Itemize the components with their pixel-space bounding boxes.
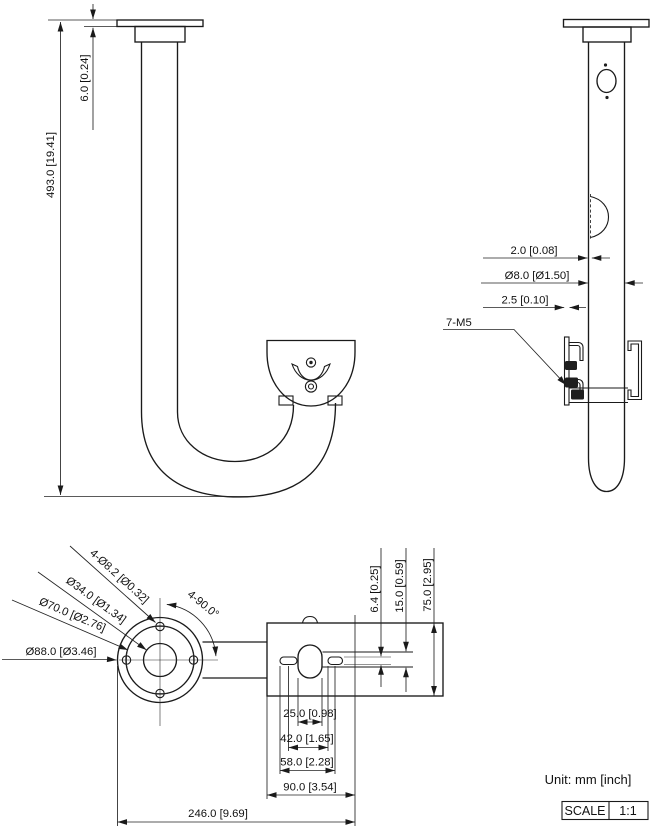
collar	[134, 25, 186, 43]
dim-span-42: 42.0 [1.65]	[280, 733, 333, 745]
dim-oval-width: 25.0 [0.98]	[283, 708, 336, 720]
dim-overall-height: 493.0 [19.41]	[45, 132, 57, 198]
dim-span-58: 58.0 [2.28]	[280, 757, 333, 769]
slot-right	[327, 656, 344, 666]
dim-plate-thickness: 6.0 [0.24]	[79, 54, 91, 101]
screw-lower	[304, 380, 318, 393]
front-view: 493.0 [19.41] 6.0 [0.24]	[44, 4, 356, 498]
screw-upper	[305, 357, 317, 368]
collar-side	[582, 26, 632, 43]
clamp-screw	[565, 361, 577, 370]
dim-slot-gap: 15.0 [0.59]	[394, 559, 406, 612]
clamp-jaw-left	[278, 395, 294, 406]
dim-plate-depth: 75.0 [2.95]	[422, 558, 434, 611]
dim-wall-thickness: 2.0 [0.08]	[510, 245, 557, 257]
side-view: 2.0 [0.08] Ø8.0 [Ø1.50] 2.5 [0.10] 7-M5	[443, 18, 650, 493]
units-note: Unit: mm [inch]	[545, 772, 632, 787]
slot-left	[279, 656, 298, 666]
screw-callout: 7-M5	[446, 317, 472, 329]
dim-clamp-thickness: 2.5 [0.10]	[501, 295, 548, 307]
pole-side	[587, 42, 626, 493]
scale-label: SCALE	[565, 804, 606, 818]
clamp-bracket-right	[627, 340, 643, 401]
dim-tube-diameter: Ø8.0 [Ø1.50]	[505, 270, 570, 282]
dim-overall-length: 246.0 [9.69]	[188, 808, 248, 820]
scale-value: 1:1	[619, 804, 636, 818]
dim-half-width: 90.0 [3.54]	[283, 782, 336, 794]
dim-hole-angle: 4-90.0°	[185, 589, 221, 621]
oval-hole	[297, 644, 323, 679]
ceiling-plate-side	[562, 18, 650, 28]
flange-view: 4-Ø8.2 [Ø0.32] Ø34.0 [Ø1.34] Ø70.0 [Ø2.7…	[2, 545, 221, 726]
scale-box	[561, 800, 649, 821]
clamp-plate	[563, 336, 570, 406]
dim-outer-diameter: Ø88.0 [Ø3.46]	[26, 646, 97, 658]
cable-hole	[596, 68, 617, 94]
bottom-view: 6.4 [0.25] 15.0 [0.59] 75.0 [2.95] 25.0 …	[117, 548, 444, 826]
title-block: Unit: mm [inch] SCALE 1:1	[545, 772, 649, 821]
clamp-jaw-right	[327, 395, 343, 406]
ceiling-plate	[116, 19, 204, 28]
dim-slot-height: 6.4 [0.25]	[369, 565, 381, 612]
mount-head	[266, 339, 356, 407]
screw-dot-lower	[605, 95, 609, 100]
j-tube-outer	[140, 402, 337, 498]
j-tube-inner	[176, 404, 295, 463]
clamp-screw	[565, 377, 578, 388]
adjustment-slot	[291, 362, 331, 381]
clamp-screw	[571, 389, 584, 400]
screw-dot-upper	[603, 63, 608, 67]
top-tab	[301, 615, 319, 624]
tab-profile	[590, 195, 610, 239]
hook-upper	[568, 341, 584, 362]
